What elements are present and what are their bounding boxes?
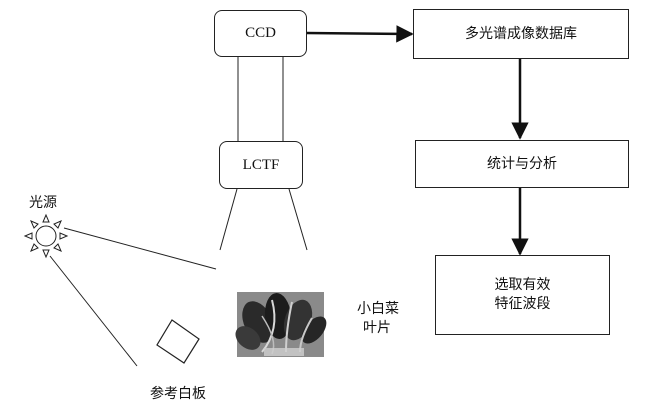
- band-selection-label-line1: 选取有效: [494, 277, 551, 294]
- square-outline-icon: [156, 319, 200, 364]
- sun-icon: [23, 213, 69, 259]
- lctf-fov-right: [288, 188, 308, 251]
- white-board-label: 参考白板: [150, 386, 206, 402]
- analysis-label: 统计与分析: [487, 155, 557, 172]
- lctf-box: LCTF: [219, 141, 303, 189]
- ccd-label: CCD: [245, 25, 276, 42]
- lctf-label: LCTF: [242, 156, 280, 173]
- ccd-box: CCD: [214, 10, 307, 57]
- band-selection-box: 选取有效 特征波段: [435, 255, 610, 335]
- database-box: 多光谱成像数据库: [413, 9, 629, 59]
- leaf-label-line1: 小白菜: [357, 301, 399, 317]
- leaf-label: 小白菜 叶片: [357, 300, 399, 338]
- analysis-box: 统计与分析: [415, 140, 629, 188]
- leaf-label-line2: 叶片: [363, 319, 391, 336]
- light-ray-to-sample: [63, 227, 217, 270]
- database-label: 多光谱成像数据库: [465, 25, 577, 42]
- lctf-fov-left: [219, 188, 238, 251]
- light-source-label: 光源: [29, 195, 57, 211]
- arrow-ccd-to-database: [305, 25, 414, 43]
- band-selection-label-line2: 特征波段: [494, 296, 551, 312]
- light-ray-to-board: [49, 255, 138, 367]
- leaf-photo-icon: [235, 292, 327, 357]
